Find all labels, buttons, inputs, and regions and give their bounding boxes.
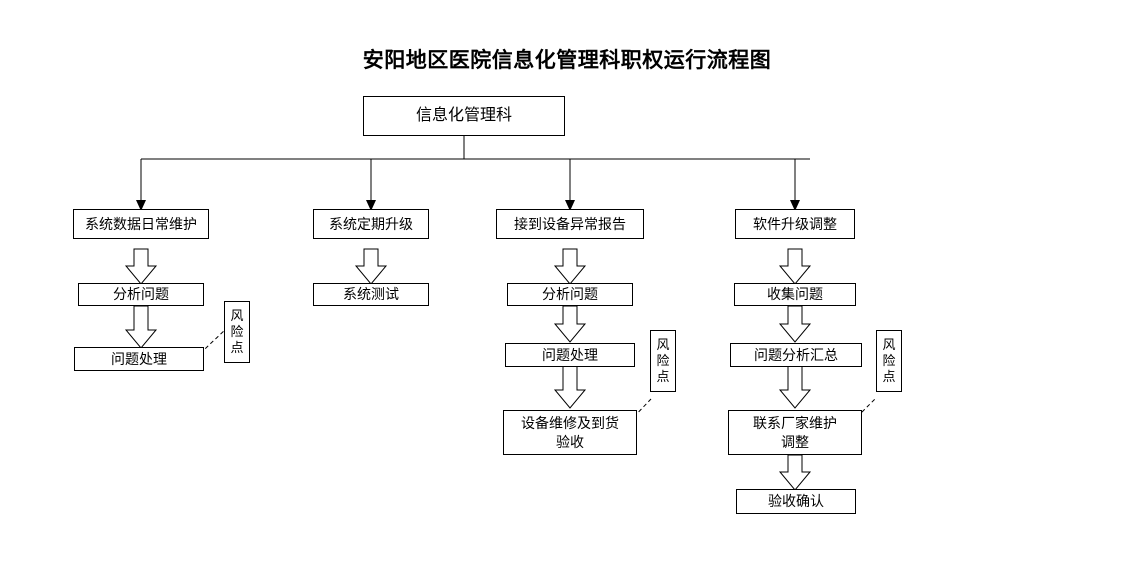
risk-note-2-line1: 风 bbox=[656, 336, 670, 352]
risk-note-2-line2: 险 bbox=[656, 352, 670, 368]
node-c3-s1[interactable]: 接到设备异常报告 bbox=[496, 209, 644, 239]
node-c3-s3[interactable]: 问题处理 bbox=[505, 343, 635, 367]
risk-note-2[interactable]: 风 险 点 bbox=[650, 330, 676, 392]
node-c4-s5[interactable]: 验收确认 bbox=[736, 489, 856, 514]
node-c2-s1[interactable]: 系统定期升级 bbox=[313, 209, 429, 239]
node-c4-s4[interactable]: 联系厂家维护 调整 bbox=[728, 410, 862, 455]
node-c3-s4[interactable]: 设备维修及到货 验收 bbox=[503, 410, 637, 455]
node-root[interactable]: 信息化管理科 bbox=[363, 96, 565, 136]
risk-note-1-line1: 风 bbox=[230, 307, 244, 323]
node-c1-s3[interactable]: 问题处理 bbox=[74, 347, 204, 371]
node-c1-s2[interactable]: 分析问题 bbox=[78, 283, 204, 306]
node-c4-s2[interactable]: 收集问题 bbox=[734, 283, 856, 306]
risk-note-1-line3: 点 bbox=[230, 340, 244, 356]
risk-note-2-line3: 点 bbox=[656, 369, 670, 385]
risk-note-3-line3: 点 bbox=[882, 369, 896, 385]
node-c3-s2[interactable]: 分析问题 bbox=[507, 283, 633, 306]
risk-note-3-line1: 风 bbox=[882, 336, 896, 352]
node-c4-s1[interactable]: 软件升级调整 bbox=[735, 209, 855, 239]
risk-note-3-line2: 险 bbox=[882, 352, 896, 368]
page-title: 安阳地区医院信息化管理科职权运行流程图 bbox=[362, 49, 772, 72]
risk-note-1-line2: 险 bbox=[230, 323, 244, 339]
risk-note-3[interactable]: 风 险 点 bbox=[876, 330, 902, 392]
node-c2-s2[interactable]: 系统测试 bbox=[313, 283, 429, 306]
node-c4-s3[interactable]: 问题分析汇总 bbox=[730, 343, 862, 367]
risk-note-1[interactable]: 风 险 点 bbox=[224, 301, 250, 363]
node-c1-s1[interactable]: 系统数据日常维护 bbox=[73, 209, 209, 239]
